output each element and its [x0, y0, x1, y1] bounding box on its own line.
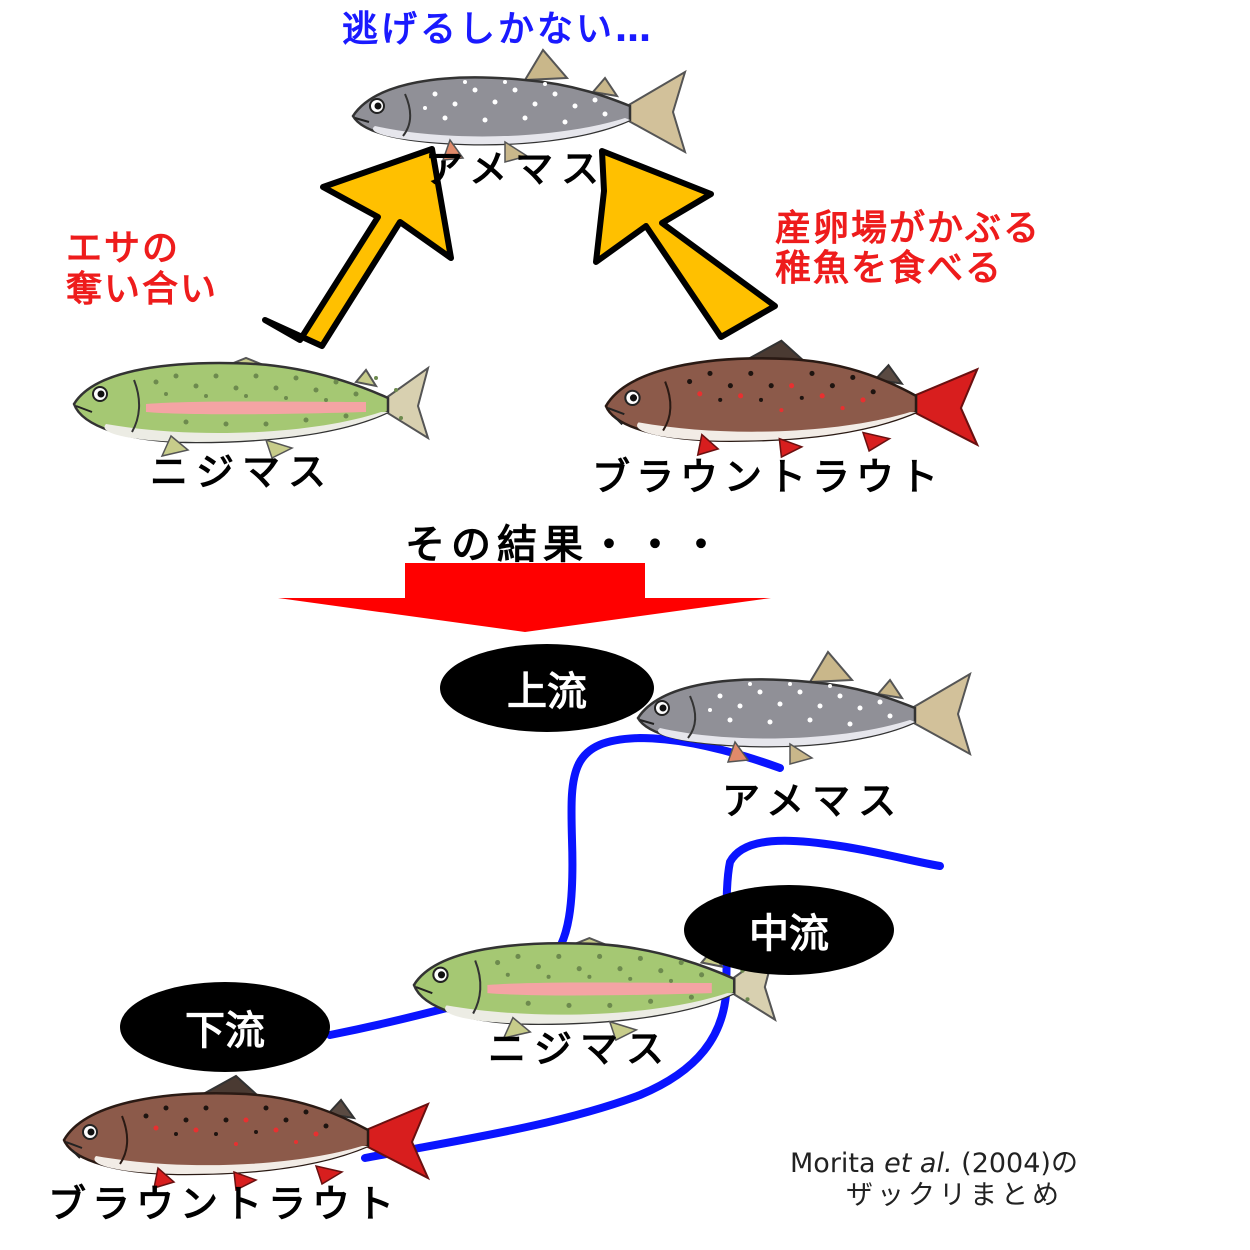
- amemasu-fish-icon: [351, 48, 687, 164]
- citation-line2: ザックリまとめ: [846, 1180, 1063, 1211]
- right-reason-line2: 稚魚を食べる: [775, 248, 1004, 289]
- upstream-amemasu-fish-icon: [636, 650, 972, 766]
- citation-author: Morita: [790, 1148, 876, 1179]
- top-caption: 逃げるしかない…: [342, 9, 655, 50]
- upstream-river-line: [544, 733, 784, 966]
- downstream-brown-trout-fish-icon: [62, 1074, 430, 1192]
- left-fish-label: ニジマス: [150, 450, 335, 494]
- nijimasu-fish-icon: [72, 356, 430, 460]
- result-caption: その結果・・・: [405, 522, 727, 568]
- citation-line1: Morita et al. (2004)の: [790, 1148, 1078, 1179]
- red-down-arrow-icon: [278, 563, 771, 632]
- upstream-fish-label: アメマス: [722, 779, 905, 823]
- downstream-fish-label: ブラウントラウト: [48, 1182, 401, 1226]
- citation-year: (2004)の: [961, 1148, 1078, 1179]
- citation-etal: et al.: [884, 1148, 953, 1179]
- downstream-label: 下流: [120, 982, 330, 1072]
- midstream-label: 中流: [684, 885, 894, 975]
- right-yellow-arrow-icon: [593, 148, 778, 340]
- upstream-label: 上流: [440, 644, 654, 732]
- right-fish-label: ブラウントラウト: [592, 455, 945, 499]
- left-yellow-arrow-icon: [262, 146, 454, 349]
- left-reason-line2: 奪い合い: [66, 269, 219, 310]
- midstream-fish-label: ニジマス: [488, 1027, 673, 1071]
- left-reason-line1: エサの: [66, 228, 181, 269]
- right-reason-line1: 産卵場がかぶる: [775, 208, 1042, 249]
- top-fish-label: アメマス: [425, 147, 608, 191]
- brown-trout-fish-icon: [604, 339, 979, 459]
